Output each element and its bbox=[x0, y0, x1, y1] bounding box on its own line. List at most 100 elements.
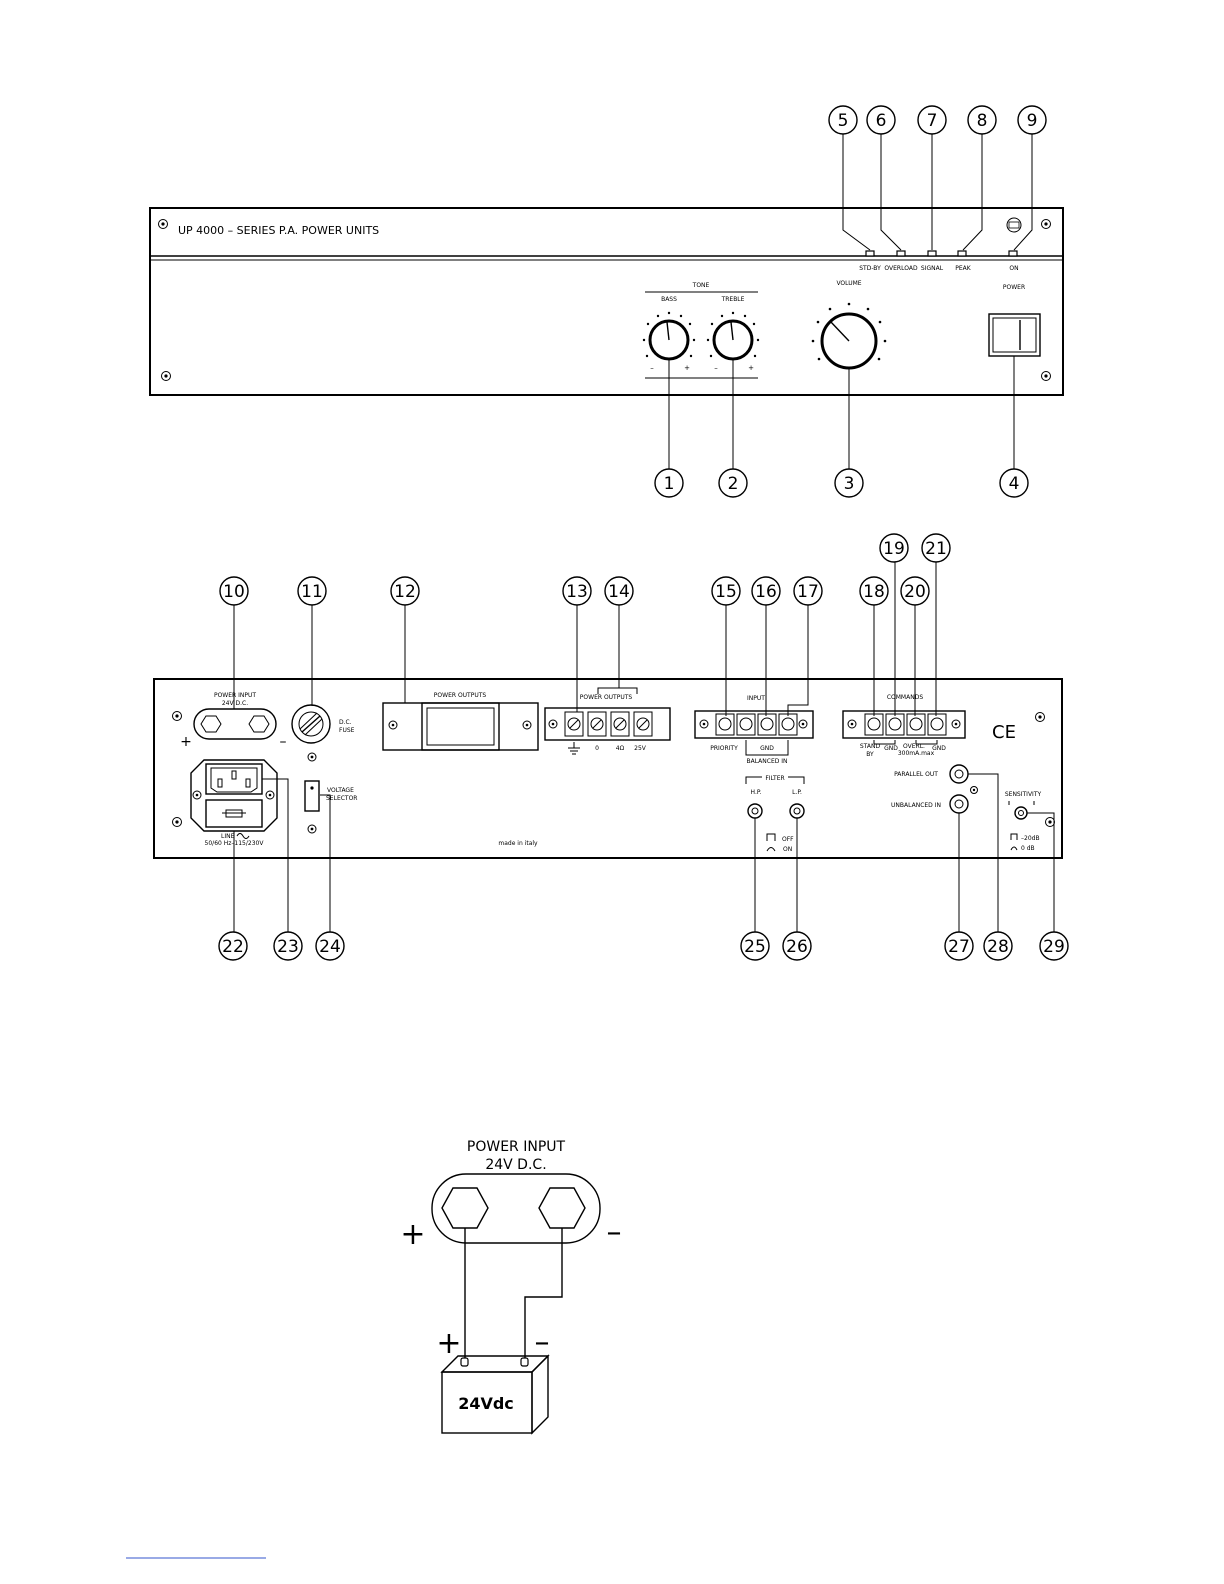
screw-icon bbox=[1041, 219, 1051, 229]
led-signal bbox=[927, 250, 937, 257]
dc-fuse-holder[interactable] bbox=[291, 704, 331, 744]
callout-3: 3 bbox=[844, 474, 855, 494]
power-outputs-connector[interactable] bbox=[382, 702, 539, 751]
screw-icon bbox=[161, 371, 171, 381]
voltage-selector[interactable] bbox=[304, 780, 320, 812]
callout-23: 23 bbox=[277, 937, 299, 957]
led-std-by bbox=[865, 250, 875, 257]
bass-minus: – bbox=[650, 364, 654, 372]
wiring-plus: + bbox=[400, 1217, 425, 1252]
speaker-terminal-block[interactable] bbox=[544, 707, 671, 741]
input-terminal-block[interactable] bbox=[694, 710, 814, 739]
led-peak bbox=[957, 250, 967, 257]
terminal-label-25v: 25V bbox=[634, 745, 647, 752]
wiring-minus: – bbox=[607, 1215, 622, 1250]
wiring-diagram: POWER INPUT 24V D.C. + – + – 24Vdc bbox=[400, 1139, 622, 1435]
bass-label: BASS bbox=[661, 296, 677, 303]
screw-icon bbox=[1041, 371, 1051, 381]
unbalanced-in-label: UNBALANCED IN bbox=[891, 802, 941, 809]
terminal-label-4ohm: 4Ω bbox=[616, 745, 625, 752]
logo-icon bbox=[1006, 217, 1022, 233]
lp-label: L.P. bbox=[792, 789, 802, 796]
screw-icon bbox=[265, 790, 275, 800]
commands-label: COMMANDS bbox=[887, 694, 923, 701]
callout-27: 27 bbox=[948, 937, 970, 957]
callout-11: 11 bbox=[301, 582, 323, 602]
battery-icon bbox=[440, 1354, 550, 1435]
callout-18: 18 bbox=[863, 582, 885, 602]
voltage-label-2: SELECTOR bbox=[326, 795, 357, 802]
callout-7: 7 bbox=[927, 111, 938, 131]
battery-label: 24Vdc bbox=[458, 1394, 514, 1413]
filter-off-label: OFF bbox=[782, 836, 794, 843]
battery-minus: – bbox=[535, 1325, 550, 1360]
treble-label: TREBLE bbox=[721, 296, 745, 303]
callout-29: 29 bbox=[1043, 937, 1065, 957]
callout-17: 17 bbox=[797, 582, 819, 602]
rear-panel-body bbox=[153, 678, 1063, 859]
callout-2: 2 bbox=[728, 474, 739, 494]
callout-4: 4 bbox=[1009, 474, 1020, 494]
volume-label: VOLUME bbox=[836, 280, 861, 287]
dc-fuse-label-2: FUSE bbox=[339, 727, 355, 734]
input-gnd-label: GND bbox=[760, 745, 774, 752]
callout-6: 6 bbox=[876, 111, 887, 131]
callout-22: 22 bbox=[222, 937, 244, 957]
ground-icon bbox=[568, 742, 580, 755]
sensitivity-label: SENSITIVITY bbox=[1005, 791, 1042, 798]
screw-icon bbox=[172, 817, 182, 827]
filter-on-icon bbox=[766, 847, 776, 852]
hp-label: H.P. bbox=[751, 789, 762, 796]
callout-13: 13 bbox=[566, 582, 588, 602]
power-outputs-label-2: POWER OUTPUTS bbox=[580, 694, 633, 701]
bass-plus: + bbox=[684, 364, 690, 372]
balanced-in-label: BALANCED IN bbox=[746, 758, 787, 765]
rear-minus: – bbox=[280, 734, 287, 750]
commands-gnd-2: GND bbox=[932, 745, 946, 752]
led-row: STD-BY OVERLOAD SIGNAL PEAK ON bbox=[859, 250, 1019, 272]
battery-plus: + bbox=[436, 1326, 461, 1361]
screw-icon bbox=[172, 711, 182, 721]
dc-power-input-connector[interactable] bbox=[193, 708, 277, 740]
filter-on-label: ON bbox=[783, 846, 792, 853]
callout-10: 10 bbox=[223, 582, 245, 602]
led-label-overload: OVERLOAD bbox=[884, 265, 918, 272]
commands-terminal-block[interactable] bbox=[842, 710, 966, 739]
screw-icon bbox=[192, 790, 202, 800]
callout-8: 8 bbox=[977, 111, 988, 131]
led-label-on: ON bbox=[1009, 265, 1018, 272]
rear-power-input-label: POWER INPUT bbox=[214, 692, 256, 699]
callout-1: 1 bbox=[664, 474, 675, 494]
input-label: INPUT bbox=[747, 695, 765, 702]
screw-icon bbox=[158, 219, 168, 229]
priority-label: PRIORITY bbox=[710, 745, 738, 752]
filter-off-icon bbox=[766, 833, 776, 841]
ac-wave-icon bbox=[236, 833, 250, 839]
callout-26: 26 bbox=[786, 937, 808, 957]
led-label-signal: SIGNAL bbox=[921, 265, 944, 272]
overl-label: OVERL. bbox=[903, 743, 925, 750]
callout-9: 9 bbox=[1027, 111, 1038, 131]
callouts-rear-top: 10 11 12 13 14 15 16 17 18 19 20 21 bbox=[219, 533, 951, 716]
rear-power-input-sub: 24V D.C. bbox=[222, 700, 248, 707]
voltage-label-1: VOLTAGE bbox=[327, 787, 354, 794]
dc-input-connector-detail bbox=[431, 1173, 601, 1244]
sens-high-icon bbox=[1010, 846, 1018, 851]
callout-16: 16 bbox=[755, 582, 777, 602]
callout-20: 20 bbox=[904, 582, 926, 602]
parallel-out-label: PARALLEL OUT bbox=[894, 771, 938, 778]
power-label: POWER bbox=[1003, 284, 1025, 291]
callouts-rear-bottom: 22 23 24 25 26 27 28 29 bbox=[218, 773, 1069, 961]
callout-15: 15 bbox=[715, 582, 737, 602]
ce-mark: CE bbox=[992, 722, 1016, 743]
callouts-front-top: 5 6 7 8 9 bbox=[828, 105, 1047, 251]
screw-icon bbox=[1035, 712, 1045, 722]
by-label: BY bbox=[866, 751, 874, 758]
front-panel-body bbox=[149, 207, 1064, 396]
power-outputs-label: POWER OUTPUTS bbox=[434, 692, 487, 699]
sens-label-1: –20dB bbox=[1021, 835, 1040, 842]
callout-14: 14 bbox=[608, 582, 630, 602]
callout-21: 21 bbox=[925, 539, 947, 559]
commands-gnd-1: GND bbox=[884, 745, 898, 752]
